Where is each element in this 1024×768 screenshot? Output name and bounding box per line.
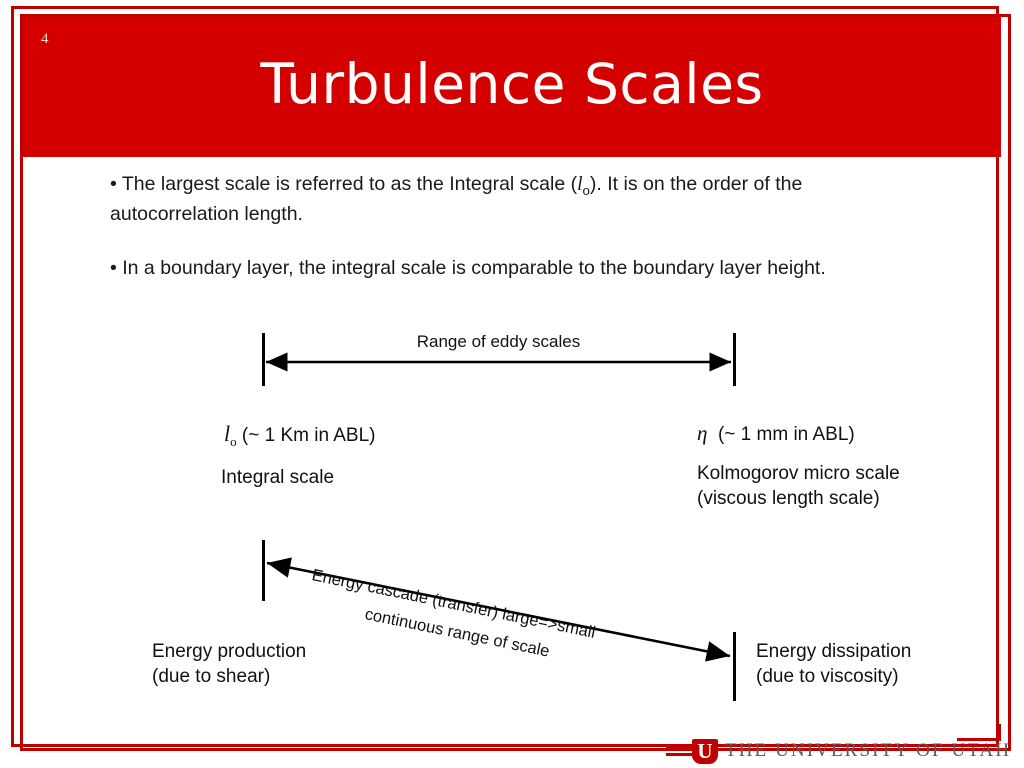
energy-production-line2: (due to shear): [152, 665, 271, 687]
logo-bars-icon: [666, 739, 696, 763]
title-banner: 4 Turbulence Scales: [23, 17, 1001, 157]
logo-tail-decoration: [957, 724, 1001, 753]
range-of-eddy-scales-label: Range of eddy scales: [416, 332, 581, 351]
left-scale-magnitude: lo (~ 1 Km in ABL): [224, 420, 376, 451]
energy-production-label: Energy production (due to shear): [152, 640, 452, 689]
university-logo: U THE UNIVERSITY OF UTAH: [666, 738, 1011, 764]
energy-dissipation-line2: (due to viscosity): [756, 665, 899, 687]
right-scale-magnitude-text: (~ 1 mm in ABL): [717, 424, 855, 445]
kolmogorov-scale-label: Kolmogorov micro scale (viscous length s…: [697, 462, 997, 511]
energy-production-line1: Energy production: [152, 641, 307, 662]
kolmogorov-eta-symbol: η: [697, 421, 708, 445]
page-title: Turbulence Scales: [260, 52, 764, 116]
cascade-left-end-bar: [262, 540, 265, 601]
energy-dissipation-line1: Energy dissipation: [756, 641, 912, 662]
left-scale-symbol: l: [224, 421, 231, 446]
kolmogorov-scale-subtitle: (viscous length scale): [697, 487, 880, 509]
energy-dissipation-label: Energy dissipation (due to viscosity): [756, 640, 1016, 689]
kolmogorov-scale-name: Kolmogorov micro scale: [697, 463, 900, 484]
left-scale-subscript: o: [230, 433, 237, 449]
slide-number: 4: [41, 31, 49, 47]
right-scale-magnitude: η (~ 1 mm in ABL): [697, 420, 855, 448]
integral-scale-label: Integral scale: [221, 467, 335, 488]
integral-scale-symbol: l: [577, 174, 583, 195]
cascade-right-end-bar: [733, 632, 736, 701]
logo-text: THE UNIVERSITY OF UTAH: [725, 740, 1012, 761]
left-scale-magnitude-text: (~ 1 Km in ABL): [241, 425, 376, 446]
bullet-text-prefix: • The largest scale is referred to as th…: [110, 173, 578, 195]
integral-scale-subscript: o: [582, 182, 590, 198]
range-right-end-bar: [733, 333, 736, 386]
utah-u-monogram-icon: U: [692, 738, 718, 764]
range-left-end-bar: [262, 333, 265, 386]
bullet-text-suffix: ). It is on the order of the autocorrela…: [110, 173, 803, 226]
body-text: • The largest scale is referred to as th…: [110, 170, 910, 283]
bullet-item: • In a boundary layer, the integral scal…: [110, 257, 826, 280]
bullet-item: • The largest scale is referred to as th…: [110, 170, 910, 228]
